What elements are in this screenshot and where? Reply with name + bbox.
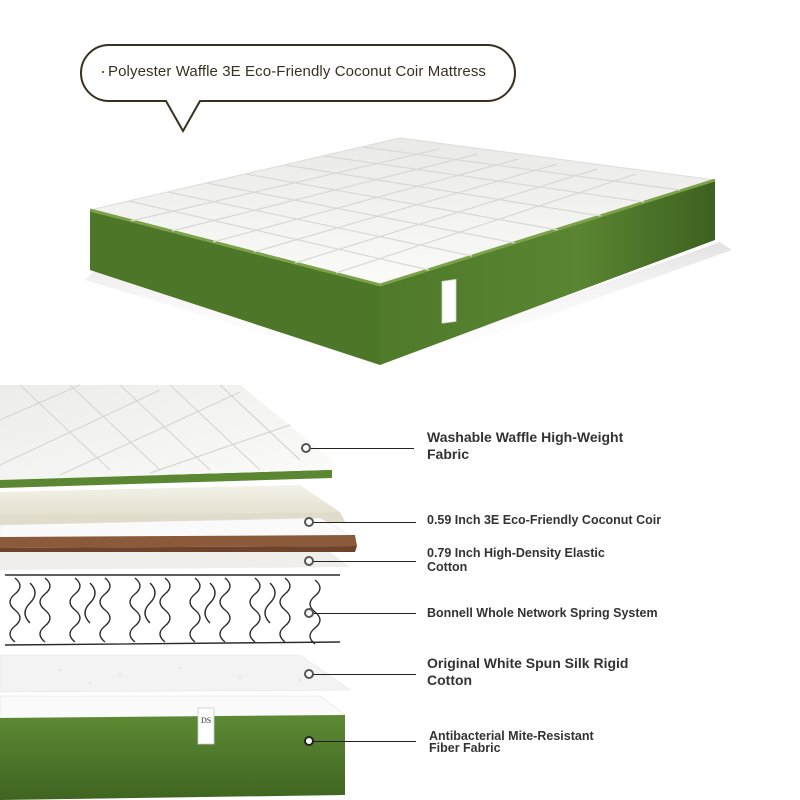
- label-line: Cotton: [427, 672, 473, 688]
- label-line: Fabric: [427, 446, 470, 462]
- leader-line: [308, 561, 416, 562]
- layer-label-spun-silk-cotton: Original White Spun Silk Rigid Cotton: [427, 655, 628, 689]
- layer-label-elastic-cotton: 0.79 Inch High-Density Elastic Cotton: [427, 546, 605, 574]
- layer-label-waffle-fabric: Washable Waffle High-Weight Fabric: [427, 429, 623, 463]
- title-bubble: Polyester Waffle 3E Eco-Friendly Coconut…: [79, 44, 517, 134]
- label-line: 0.59 Inch 3E Eco-Friendly Coconut Coir: [427, 513, 662, 527]
- leader-line: [308, 613, 416, 614]
- leader-line: [306, 448, 414, 449]
- svg-text:DS: DS: [201, 716, 211, 725]
- label-line: Cotton: [427, 560, 468, 574]
- leader-line: [308, 741, 416, 742]
- bullet-dot: [102, 71, 104, 73]
- layers-illustration: DS: [0, 384, 357, 800]
- leader-line: [308, 674, 416, 675]
- layer-label-fiber-fabric: Antibacterial Mite-Resistant Fiber Fabri…: [429, 729, 594, 755]
- mattress-image: [85, 137, 732, 372]
- layer-label-spring-system: Bonnell Whole Network Spring System: [427, 606, 658, 620]
- label-line: Original White Spun Silk Rigid: [427, 655, 629, 671]
- label-line: Fiber Fabric: [429, 741, 501, 755]
- label-line: Antibacterial Mite-Resistant: [429, 729, 594, 743]
- label-line: Bonnell Whole Network Spring System: [427, 606, 658, 620]
- label-line: 0.79 Inch High-Density Elastic: [427, 546, 605, 560]
- layer-label-coconut-coir: 0.59 Inch 3E Eco-Friendly Coconut Coir: [427, 513, 661, 527]
- page-title: Polyester Waffle 3E Eco-Friendly Coconut…: [108, 63, 487, 80]
- speech-bubble-icon: [79, 44, 517, 134]
- leader-line: [308, 522, 416, 523]
- label-line: Washable Waffle High-Weight: [427, 429, 624, 445]
